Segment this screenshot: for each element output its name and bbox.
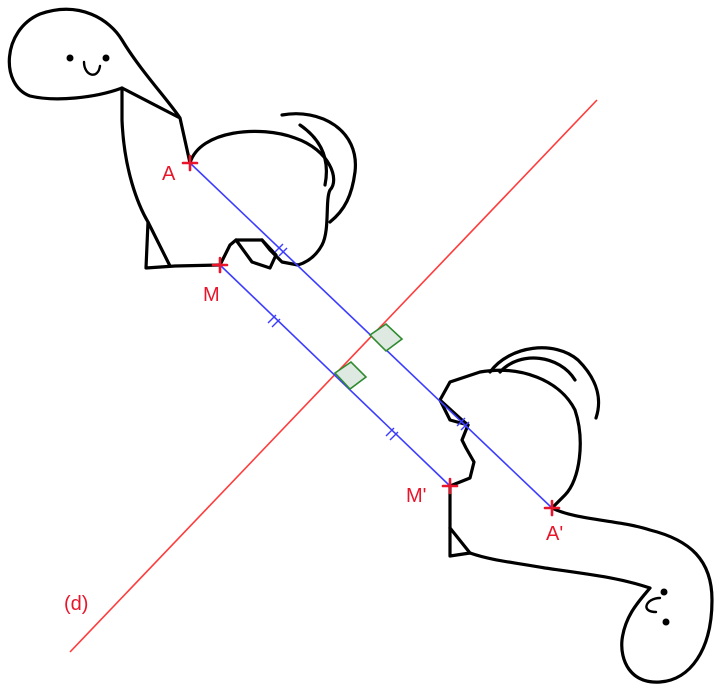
point-a-prime [543,499,561,517]
dinosaur-reflected-icon [438,346,714,684]
point-a [181,154,199,172]
tick-marks-a-a-prime [274,243,470,431]
mouth-icon [82,60,102,76]
eye-icon [102,54,110,62]
right-angle-marker [333,360,368,391]
eye-icon [660,588,668,596]
mouth-icon [645,596,662,614]
point-m-prime [441,477,459,495]
axis-line-d [69,99,598,653]
tick-marks-m-m-prime [267,314,399,441]
eye-icon [662,618,670,626]
eye-icon [66,54,74,62]
dinosaur-icon [7,7,357,270]
label-m: M [203,284,220,306]
segment-m-m-prime [219,264,451,487]
right-angle-marker [368,322,404,353]
label-a: A [162,163,176,185]
point-m [211,256,229,274]
label-m-prime: M' [406,485,426,507]
label-line-d: (d) [64,593,88,615]
label-a-prime: A' [546,523,563,545]
